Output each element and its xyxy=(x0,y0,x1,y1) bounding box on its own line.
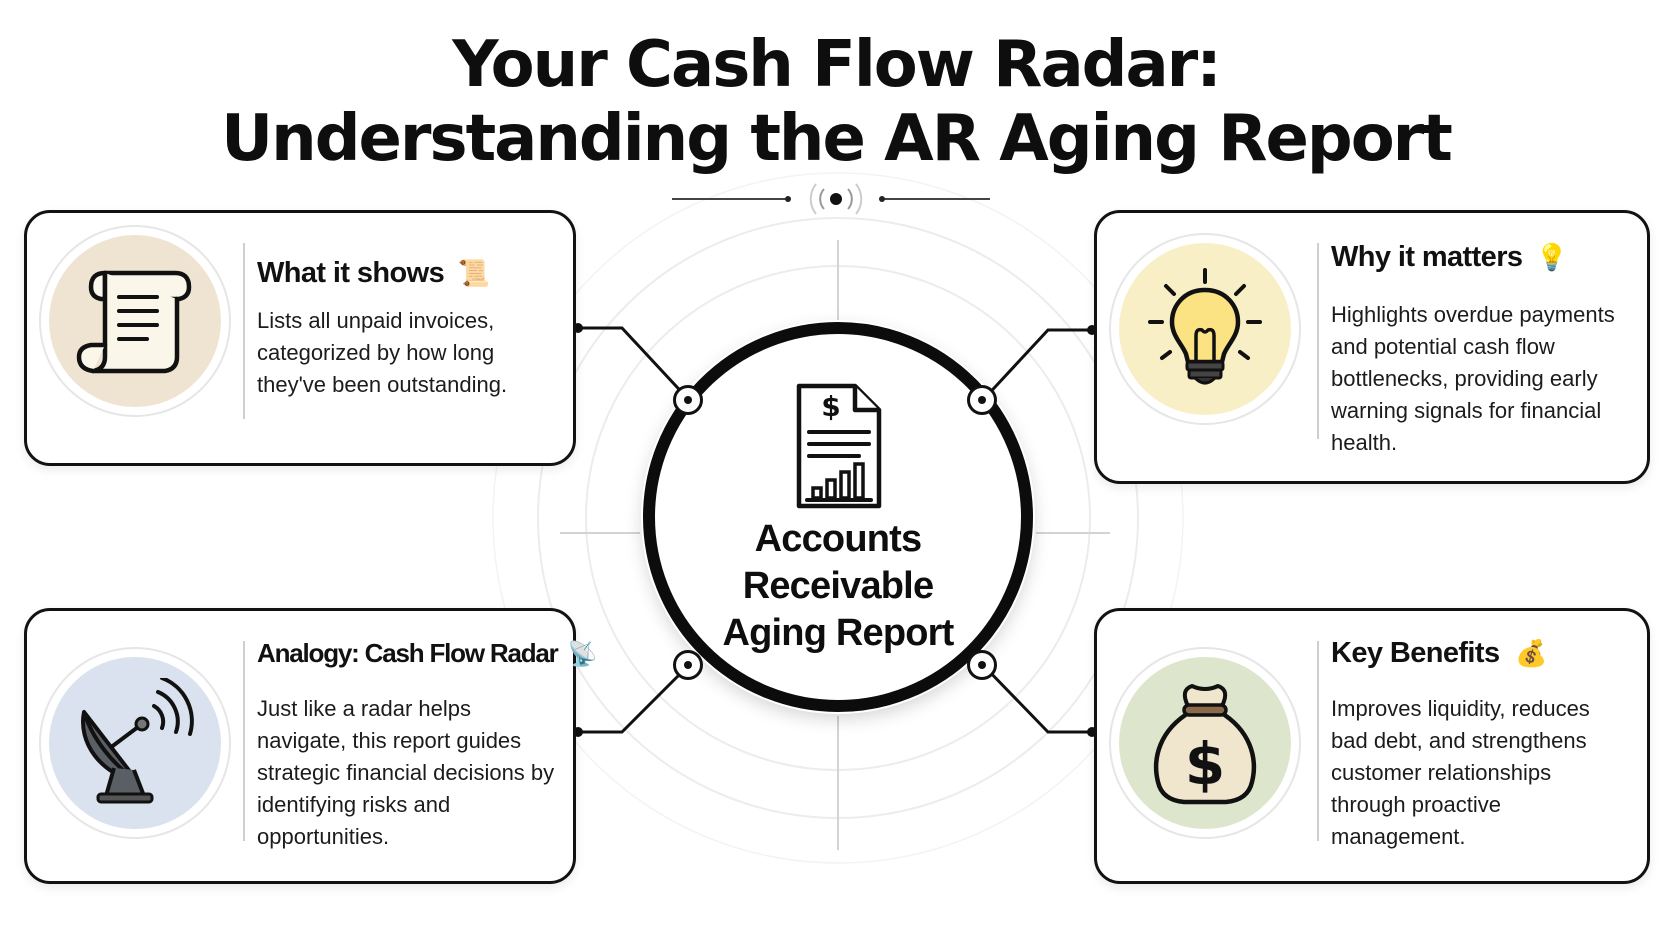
card-title: Analogy: Cash Flow Radar 📡 xyxy=(257,635,598,673)
card-text: Lists all unpaid invoices, categorized b… xyxy=(257,308,508,397)
center-title: Accounts Receivable Aging Report xyxy=(655,516,1021,657)
connector-knob xyxy=(967,650,997,680)
satellite-emoji-icon: 📡 xyxy=(567,641,598,668)
card-title: Why it matters 💡 xyxy=(1331,239,1568,275)
card-text: Just like a radar helps navigate, this r… xyxy=(257,696,555,849)
satellite-dish-icon-circle xyxy=(49,657,221,829)
money-bag-emoji-icon: 💰 xyxy=(1514,638,1547,668)
title-line-1: Your Cash Flow Radar: xyxy=(452,28,1222,102)
connector-line xyxy=(578,663,691,734)
card-why-it-matters: Why it matters 💡 Highlights overdue paym… xyxy=(1094,210,1650,484)
center-title-line-3: Aging Report xyxy=(722,612,954,654)
card-title-text: Key Benefits xyxy=(1331,637,1500,669)
connector-knob xyxy=(673,650,703,680)
svg-text:$: $ xyxy=(821,390,840,423)
card-text: Improves liquidity, reduces bad debt, an… xyxy=(1331,696,1590,849)
scroll-emoji-icon: 📜 xyxy=(457,258,490,288)
connector-line xyxy=(981,328,1092,402)
lightbulb-icon xyxy=(1148,268,1262,385)
card-title-text: What it shows xyxy=(257,257,445,289)
card-divider xyxy=(1317,641,1319,841)
connector-knob xyxy=(967,385,997,415)
connector-knob xyxy=(673,385,703,415)
card-analogy: Analogy: Cash Flow Radar 📡 Just like a r… xyxy=(24,608,597,884)
svg-text:$: $ xyxy=(1185,730,1225,798)
radar-ring xyxy=(492,172,1184,864)
card-divider xyxy=(243,641,245,841)
card-what-it-shows: What it shows 📜 Lists all unpaid invoice… xyxy=(24,210,576,466)
lightbulb-emoji-icon: 💡 xyxy=(1535,242,1568,272)
title-ornament xyxy=(672,183,990,215)
connector-line xyxy=(981,663,1092,734)
connector-line xyxy=(578,326,691,402)
satellite-dish-icon xyxy=(81,678,194,804)
money-bag-icon: $ xyxy=(1153,684,1257,805)
card-key-benefits: $ Key Benefits 💰 Improves liquidity, red… xyxy=(1094,608,1650,884)
invoice-chart-icon: $ xyxy=(796,383,882,509)
money-bag-icon-circle: $ xyxy=(1119,657,1291,829)
page-title: Your Cash Flow Radar: Understanding the … xyxy=(0,28,1672,176)
title-line-2: Understanding the AR Aging Report xyxy=(221,102,1453,176)
lightbulb-icon-circle xyxy=(1119,243,1291,415)
card-title: What it shows 📜 xyxy=(257,255,490,291)
card-title-text: Why it matters xyxy=(1331,241,1523,273)
card-title-text: Analogy: Cash Flow Radar xyxy=(257,638,559,668)
scroll-icon xyxy=(76,270,192,374)
scroll-icon-circle xyxy=(49,235,221,407)
card-text: Highlights overdue payments and potentia… xyxy=(1331,302,1615,455)
center-title-line-2: Receivable xyxy=(742,565,934,607)
card-divider xyxy=(1317,243,1319,439)
card-divider xyxy=(243,243,245,419)
card-title: Key Benefits 💰 xyxy=(1331,635,1547,671)
center-title-line-1: Accounts xyxy=(754,518,923,560)
